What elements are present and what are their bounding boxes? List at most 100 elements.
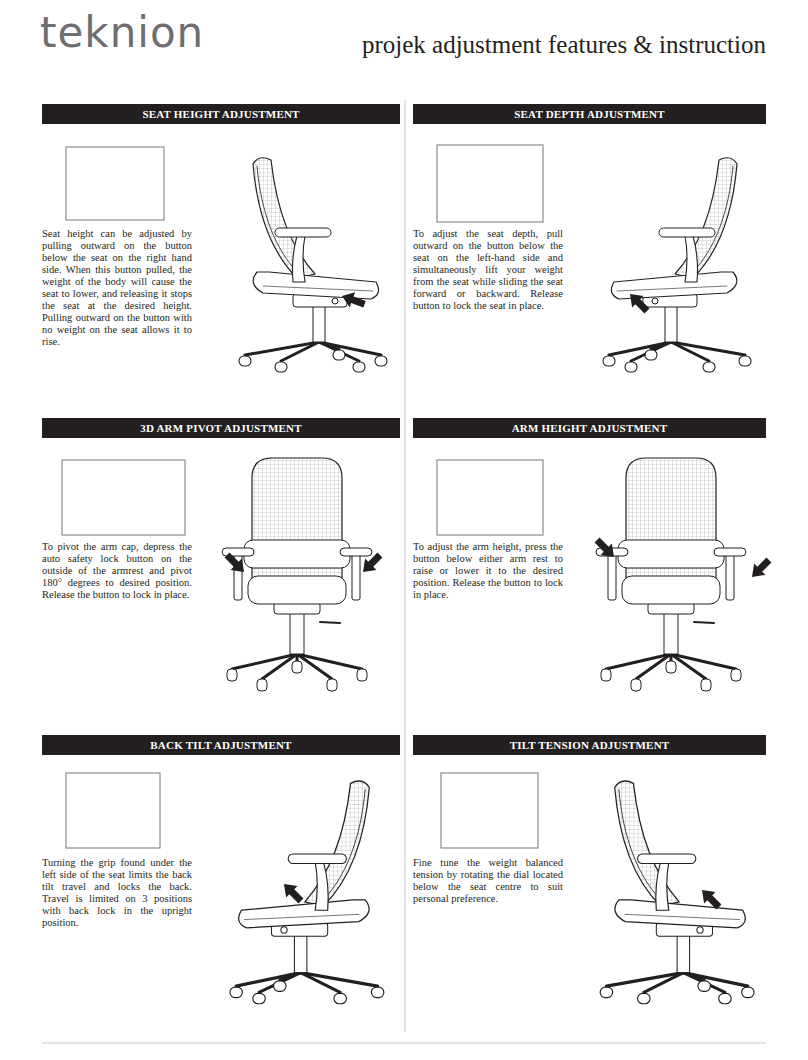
- tilt-lever: [320, 622, 340, 623]
- arm-post: [608, 554, 616, 600]
- backrest: [305, 781, 369, 906]
- pointer-arrow: [221, 549, 249, 577]
- arm-cap: [288, 854, 346, 863]
- arm-cap: [275, 228, 331, 237]
- control-knob: [332, 298, 338, 304]
- castor: [703, 362, 715, 372]
- seat: [248, 576, 346, 604]
- instruction-text: Fine tune the weight balanced tension by…: [413, 857, 563, 905]
- chair-base: [670, 654, 673, 661]
- castor: [666, 661, 676, 673]
- chair-base: [644, 973, 684, 993]
- castor: [253, 993, 265, 1003]
- instruction-text: Seat height can be adjusted by pulling o…: [42, 228, 192, 348]
- castor: [631, 679, 641, 691]
- detail-inset: [66, 147, 164, 220]
- arm-post: [293, 236, 306, 282]
- section-header-band: SEAT DEPTH ADJUSTMENT: [413, 104, 766, 124]
- control-knob: [697, 927, 703, 933]
- gas-column: [290, 612, 304, 654]
- instruction-text: To adjust the seat depth, pull outward o…: [413, 228, 563, 312]
- chair-base: [296, 654, 299, 661]
- castor: [638, 993, 650, 1003]
- footer-rule: [42, 1043, 766, 1044]
- seat: [239, 900, 369, 928]
- gas-column: [294, 935, 306, 972]
- castor: [333, 350, 345, 360]
- backrest: [615, 781, 679, 906]
- castor: [230, 987, 242, 997]
- gas-column: [664, 612, 678, 654]
- seat: [615, 900, 745, 928]
- castor: [742, 987, 754, 997]
- castor: [645, 350, 657, 360]
- instruction-text: To adjust the arm height, press the butt…: [413, 541, 563, 601]
- pointer-arrow: [696, 884, 724, 912]
- castor: [731, 669, 741, 681]
- detail-inset: [66, 773, 160, 848]
- section-heading: BACK TILT ADJUSTMENT: [150, 739, 291, 751]
- castor: [353, 362, 365, 372]
- arm-cap: [222, 548, 254, 556]
- pointer-arrow: [591, 534, 619, 562]
- lumbar-support: [618, 540, 724, 568]
- castor: [327, 679, 337, 691]
- tilt-lever: [694, 622, 714, 623]
- castor: [274, 981, 286, 991]
- chair-base: [297, 654, 362, 669]
- castor: [600, 987, 612, 997]
- lumbar-support: [244, 540, 350, 568]
- arm-cap: [659, 228, 715, 237]
- chair-base: [319, 342, 381, 355]
- front-chair: [222, 458, 372, 691]
- section-heading: ARM HEIGHT ADJUSTMENT: [512, 422, 668, 434]
- pointer-arrow: [357, 549, 385, 577]
- castor: [739, 356, 751, 366]
- section-heading: SEAT DEPTH ADJUSTMENT: [514, 108, 665, 120]
- castor: [257, 679, 267, 691]
- arm-post: [656, 862, 669, 910]
- section-header-band: 3D ARM PIVOT ADJUSTMENT: [42, 418, 400, 438]
- detail-inset: [437, 460, 543, 535]
- castor: [625, 362, 637, 372]
- side-chair: [603, 158, 751, 372]
- instruction-text: To pivot the arm cap, depress the auto s…: [42, 541, 192, 601]
- brand-logo: teknion: [40, 12, 204, 54]
- castor: [601, 669, 611, 681]
- instruction-text: Turning the grip found under the left si…: [42, 857, 192, 929]
- arm-cap: [714, 548, 746, 556]
- chair-base: [319, 342, 339, 349]
- backrest: [675, 158, 737, 278]
- column-divider: [405, 100, 406, 1032]
- castor: [292, 661, 302, 673]
- backrest: [253, 158, 315, 278]
- pointer-arrow: [278, 878, 306, 906]
- seat: [622, 576, 720, 604]
- castor: [227, 669, 237, 681]
- chair-base: [683, 973, 704, 980]
- chair-base: [281, 342, 319, 361]
- page-title: projek adjustment features & instruction: [362, 32, 766, 57]
- castor: [603, 356, 615, 366]
- gas-column: [677, 935, 689, 972]
- detail-inset: [441, 773, 538, 848]
- arm-post: [352, 554, 360, 600]
- arm-cap: [638, 854, 696, 863]
- section-header-band: BACK TILT ADJUSTMENT: [42, 735, 400, 755]
- side-chair: [230, 781, 384, 1004]
- section-heading: TILT TENSION ADJUSTMENT: [510, 739, 670, 751]
- seat-edge: [263, 286, 373, 291]
- castor: [239, 356, 251, 366]
- gas-column: [665, 306, 677, 342]
- seat: [253, 272, 378, 299]
- arm-post: [315, 862, 328, 910]
- section-header-band: SEAT HEIGHT ADJUSTMENT: [42, 104, 400, 124]
- detail-inset: [437, 145, 543, 222]
- side-chair: [600, 781, 754, 1004]
- chair-base: [236, 973, 300, 987]
- castor: [357, 669, 367, 681]
- control-knob: [281, 927, 287, 933]
- seat-edge: [625, 914, 739, 919]
- front-chair: [596, 458, 746, 691]
- castor: [375, 356, 387, 366]
